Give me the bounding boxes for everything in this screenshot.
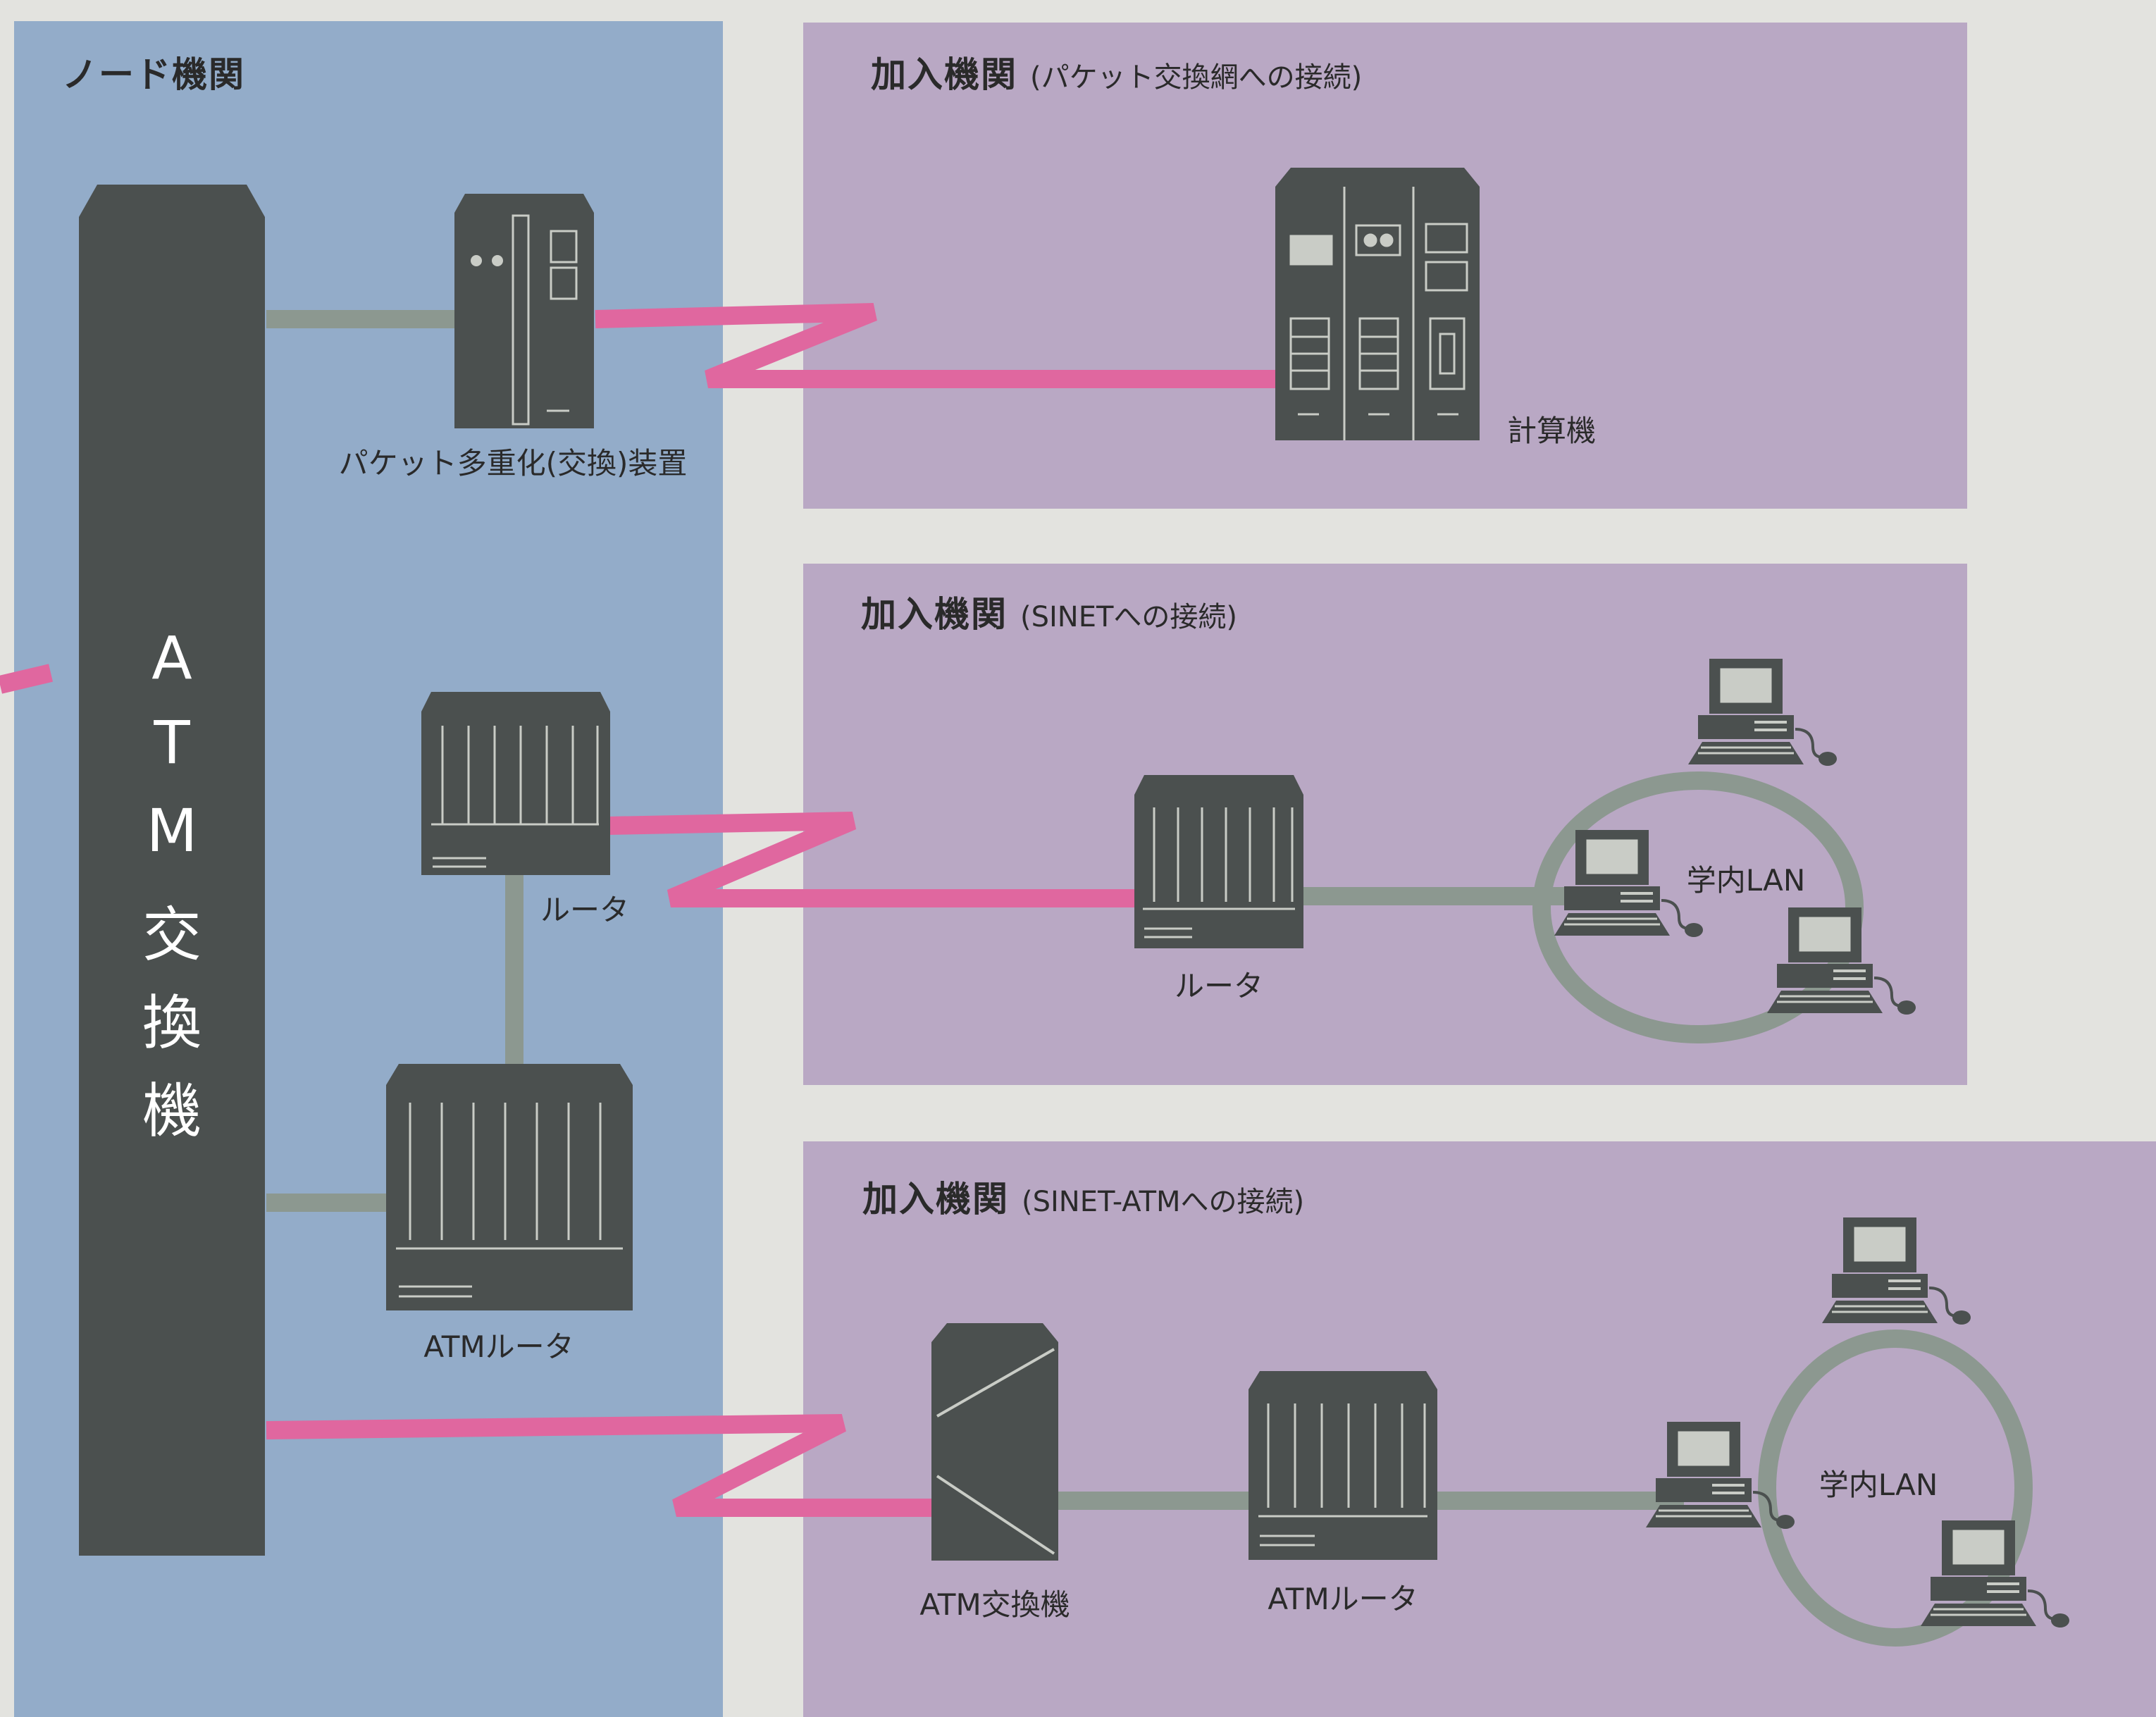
node-panel-title: ノード機関 (62, 54, 245, 95)
panel-packet-subtitle: (パケット交換網への接続) (1030, 61, 1363, 94)
wired-links (266, 310, 2033, 1647)
atm-switch-char-4: 交 (142, 900, 202, 969)
panel-sinet-atm-title-main: 加入機関 (862, 1179, 1009, 1220)
sinet-lan-label: 学内LAN (1686, 863, 1806, 898)
packet-mux-device (454, 194, 594, 428)
computer-device (1275, 168, 1480, 440)
atm-switch-char-2: T (154, 708, 190, 777)
atm-switch-char-6: 機 (142, 1077, 202, 1146)
sinet-atm-lan-label: 学内LAN (1819, 1468, 1938, 1502)
panel-packet-title: 加入機関 (パケット交換網への接続) (871, 47, 1362, 97)
panel-sinet-title-main: 加入機関 (861, 594, 1008, 635)
atm-switch-char-5: 換 (142, 988, 202, 1058)
node-atm-router-label: ATMルータ (423, 1329, 574, 1364)
sinet-atm-router-label: ATMルータ (1268, 1582, 1418, 1616)
sinet-atm-router-device (1249, 1371, 1437, 1560)
node-router-label: ルータ (540, 893, 630, 927)
panel-sinet-subtitle: (SINETへの接続) (1020, 601, 1238, 633)
sinet-router-label: ルータ (1174, 969, 1264, 1003)
atm-switch-char-3: M (146, 796, 198, 865)
node-atm-switch (79, 185, 265, 1556)
panel-packet-title-main: 加入機関 (871, 54, 1017, 95)
packet-mux-label: パケット多重化(交換)装置 (338, 446, 688, 481)
panel-sinet-atm-subtitle: (SINET-ATMへの接続) (1022, 1186, 1305, 1218)
node-router-device (421, 692, 610, 875)
panel-sinet-title: 加入機関 (SINETへの接続) (861, 586, 1237, 637)
wan-links (0, 303, 1279, 1517)
atm-switch-char-1: A (151, 624, 192, 693)
subscriber-panel-sinet (803, 564, 1967, 1085)
sinet-router-device (1134, 775, 1303, 948)
node-atm-router-device (386, 1064, 633, 1310)
computer-label: 計算機 (1506, 414, 1597, 448)
sinet-atm-switch-label: ATM交換機 (919, 1587, 1070, 1622)
sinet-atm-switch-device (931, 1323, 1058, 1561)
panel-sinet-atm-title: 加入機関 (SINET-ATMへの接続) (862, 1171, 1304, 1222)
